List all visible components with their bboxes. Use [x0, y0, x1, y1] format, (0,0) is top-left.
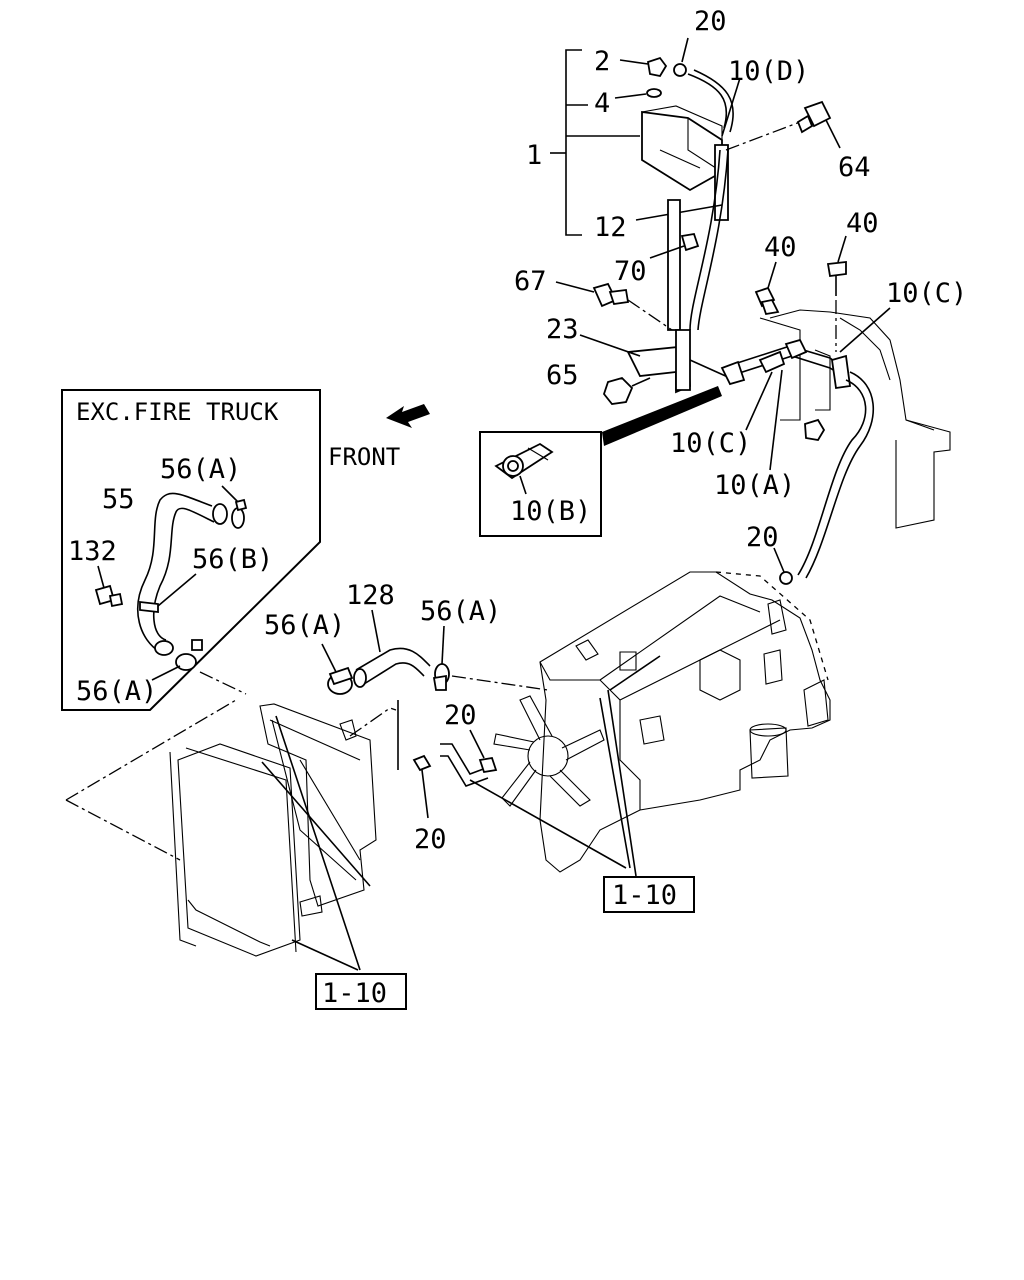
callout-10a: 10(A) [714, 470, 795, 501]
ref-label-radiator: 1-10 [322, 978, 387, 1009]
callout-65: 65 [546, 360, 579, 391]
callout-67: 67 [514, 266, 547, 297]
callout-1: 1 [526, 140, 542, 171]
inset-callout-56b: 56(B) [192, 544, 273, 575]
hose-10d [687, 69, 741, 331]
engine-fan [493, 695, 605, 807]
part-20-clamp-mid [773, 547, 793, 585]
callout-40-right: 40 [846, 208, 879, 239]
hose-10a-10c [689, 307, 891, 471]
callout-20-low-b: 20 [414, 824, 447, 855]
part-67-bolt [555, 281, 673, 331]
inset-bolt-132 [94, 565, 124, 608]
inset-clamp-56b [139, 573, 197, 614]
inset-title: EXC.FIRE TRUCK [76, 398, 279, 426]
engine-block [493, 571, 831, 873]
callout-10b: 10(B) [510, 496, 591, 527]
clamp-56a-left [321, 643, 354, 695]
bypass-hose [412, 729, 498, 819]
callout-10d: 10(D) [728, 56, 809, 87]
inset-exc-fire-truck [61, 389, 321, 711]
callout-20-top: 20 [694, 6, 727, 37]
part-65-nut [602, 376, 651, 405]
part-64-bolt [796, 100, 841, 149]
inset-clamp-56a-bottom [151, 639, 203, 681]
callout-20-mid: 20 [746, 522, 779, 553]
part-2-elbow [619, 56, 668, 78]
callout-64: 64 [838, 152, 871, 183]
inset-callout-56a-top: 56(A) [160, 454, 241, 485]
callout-23: 23 [546, 314, 579, 345]
ref-box-engine [603, 876, 695, 913]
part-20-clamp-top [673, 37, 689, 77]
assembly-bracket-1 [550, 49, 640, 236]
callout-56a-hose-left: 56(A) [264, 610, 345, 641]
callout-128: 128 [346, 580, 395, 611]
callout-70: 70 [614, 256, 647, 287]
callout-40-left: 40 [764, 232, 797, 263]
callout-10c-mid: 10(C) [670, 428, 751, 459]
inset-callout-55: 55 [102, 484, 135, 515]
inset-callout-56a-bottom: 56(A) [76, 676, 157, 707]
hose-128 [353, 609, 431, 688]
callout-56a-hose-right: 56(A) [420, 596, 501, 627]
ref-box-radiator [315, 973, 407, 1010]
callout-20-low-a: 20 [444, 700, 477, 731]
clamp-56a-right [432, 625, 450, 691]
callout-4: 4 [594, 88, 610, 119]
front-arrow-icon [386, 404, 430, 428]
inset-callout-132: 132 [68, 536, 117, 567]
control-unit-body [641, 105, 723, 192]
inset-clamp-56a-top [221, 485, 248, 529]
callout-12: 12 [594, 212, 627, 243]
part-23-bracket [579, 329, 691, 394]
ref-label-engine: 1-10 [612, 880, 677, 911]
part-4-washer [614, 88, 662, 99]
callout-10c-right: 10(C) [886, 278, 967, 309]
part-40-bolt-right [826, 235, 847, 352]
engine-mount-structure [759, 309, 951, 529]
callout-2: 2 [594, 46, 610, 77]
front-label: FRONT [328, 443, 400, 471]
part-40-bolt-left [754, 261, 780, 316]
hose-down-to-engine [797, 371, 874, 579]
detail-leader-wedge [602, 386, 722, 446]
radiator-assembly [65, 699, 399, 971]
part-70-clip [649, 232, 700, 259]
detail-box-10b [479, 431, 602, 537]
